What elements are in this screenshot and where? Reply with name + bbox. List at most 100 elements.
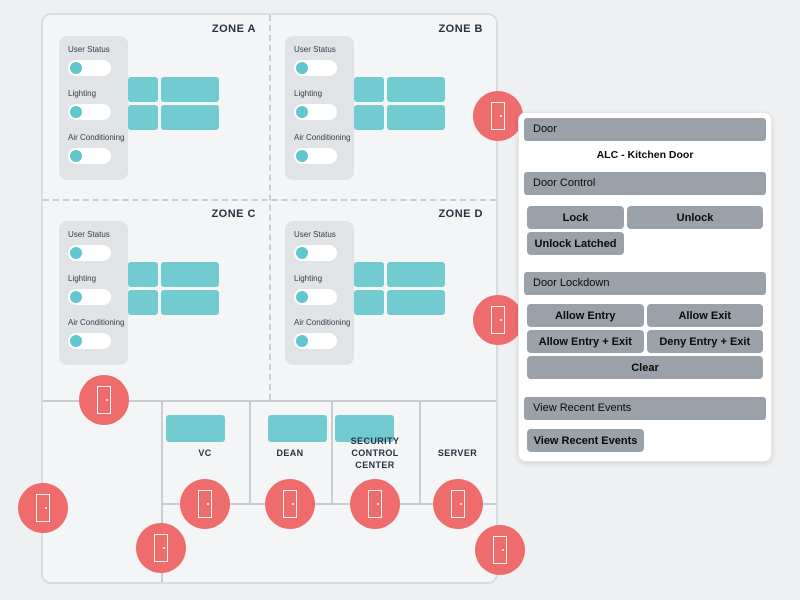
- zone-c: ZONE C User Status Lighting Air Conditio…: [43, 200, 269, 400]
- room-security-control-center-label: SECURITY CONTROL CENTER: [350, 436, 400, 470]
- room-dean-label: DEAN: [276, 448, 304, 458]
- selected-door-name: ALC - Kitchen Door: [596, 149, 694, 161]
- air-conditioning-toggle[interactable]: [68, 333, 111, 349]
- door-icon[interactable]: [473, 91, 523, 141]
- desk: [354, 77, 384, 102]
- wall: [161, 400, 163, 582]
- air-conditioning-label: Air Conditioning: [294, 318, 351, 327]
- door-lockdown-section-header: Door Lockdown: [524, 272, 766, 295]
- desk: [161, 105, 219, 130]
- room-vc: VC: [161, 400, 249, 503]
- door-icon[interactable]: [79, 375, 129, 425]
- air-conditioning-toggle[interactable]: [68, 148, 111, 164]
- door-leaf-icon: [36, 494, 50, 522]
- user-status-toggle[interactable]: [68, 60, 111, 76]
- zone-b: ZONE B User Status Lighting Air Conditio…: [269, 15, 496, 200]
- desk: [161, 262, 219, 287]
- air-conditioning-toggle[interactable]: [294, 333, 337, 349]
- door-icon[interactable]: [265, 479, 315, 529]
- user-status-toggle[interactable]: [68, 245, 111, 261]
- user-status-toggle[interactable]: [294, 60, 337, 76]
- door-icon[interactable]: [475, 525, 525, 575]
- lighting-toggle[interactable]: [68, 289, 111, 305]
- lighting-label: Lighting: [68, 274, 97, 283]
- air-conditioning-toggle[interactable]: [294, 148, 337, 164]
- desk: [161, 290, 219, 315]
- zone-b-toggle-panel: User Status Lighting Air Conditioning: [285, 36, 354, 180]
- recent-events-section-header: View Recent Events: [524, 397, 766, 420]
- toggle-knob: [70, 106, 82, 118]
- wall: [419, 400, 421, 503]
- clear-button[interactable]: Clear: [527, 356, 763, 379]
- door-icon[interactable]: [136, 523, 186, 573]
- door-control-section-header: Door Control: [524, 172, 766, 195]
- toggle-knob: [70, 335, 82, 347]
- desk: [128, 105, 158, 130]
- air-conditioning-label: Air Conditioning: [68, 133, 125, 142]
- lighting-label: Lighting: [294, 89, 323, 98]
- room-server-label: SERVER: [437, 448, 478, 458]
- allow-exit-button[interactable]: Allow Exit: [646, 304, 763, 327]
- toggle-knob: [296, 150, 308, 162]
- allow-entry-button[interactable]: Allow Entry: [527, 304, 644, 327]
- toggle-knob: [296, 62, 308, 74]
- door-icon[interactable]: [473, 295, 523, 345]
- zone-divider-vertical: [269, 15, 271, 400]
- user-status-label: User Status: [294, 230, 336, 239]
- door-icon[interactable]: [180, 479, 230, 529]
- door-leaf-icon: [368, 490, 382, 518]
- desk: [268, 415, 327, 442]
- room-vc-label: VC: [198, 448, 212, 458]
- zone-a: ZONE A User Status Lighting Air Conditio…: [43, 15, 269, 200]
- door-leaf-icon: [283, 490, 297, 518]
- deny-entry-exit-button[interactable]: Deny Entry + Exit: [646, 330, 763, 353]
- door-leaf-icon: [451, 490, 465, 518]
- desk: [161, 77, 219, 102]
- toggle-knob: [70, 247, 82, 259]
- door-leaf-icon: [198, 490, 212, 518]
- door-leaf-icon: [97, 386, 111, 414]
- wall: [249, 400, 251, 503]
- zone-d: ZONE D User Status Lighting Air Conditio…: [269, 200, 496, 400]
- door-section-header: Door: [524, 118, 766, 141]
- view-recent-events-button[interactable]: View Recent Events: [527, 429, 644, 452]
- desk: [387, 77, 445, 102]
- door-control-panel: Door ALC - Kitchen Door Door Control Loc…: [518, 112, 772, 462]
- lighting-toggle[interactable]: [294, 104, 337, 120]
- zone-a-toggle-panel: User Status Lighting Air Conditioning: [59, 36, 128, 180]
- zone-b-label: ZONE B: [438, 23, 483, 35]
- door-icon[interactable]: [18, 483, 68, 533]
- room-security-control-center: SECURITY CONTROL CENTER: [331, 400, 419, 503]
- user-status-label: User Status: [68, 45, 110, 54]
- air-conditioning-label: Air Conditioning: [68, 318, 125, 327]
- desk: [335, 415, 394, 442]
- toggle-knob: [70, 291, 82, 303]
- desk: [166, 415, 225, 442]
- wall: [43, 400, 496, 402]
- allow-entry-exit-button[interactable]: Allow Entry + Exit: [527, 330, 644, 353]
- door-icon[interactable]: [350, 479, 400, 529]
- unlock-latched-button[interactable]: Unlock Latched: [527, 232, 624, 255]
- zone-c-label: ZONE C: [211, 208, 256, 220]
- user-status-label: User Status: [294, 45, 336, 54]
- door-leaf-icon: [491, 306, 505, 334]
- desk: [128, 262, 158, 287]
- room-dean: DEAN: [249, 400, 331, 503]
- toggle-knob: [70, 62, 82, 74]
- user-status-toggle[interactable]: [294, 245, 337, 261]
- zone-d-label: ZONE D: [438, 208, 483, 220]
- desk: [128, 290, 158, 315]
- toggle-knob: [296, 335, 308, 347]
- desk: [354, 105, 384, 130]
- zone-divider-horizontal: [43, 199, 496, 201]
- door-icon[interactable]: [433, 479, 483, 529]
- unlock-button[interactable]: Unlock: [627, 206, 763, 229]
- lock-button[interactable]: Lock: [527, 206, 624, 229]
- zone-a-label: ZONE A: [211, 23, 256, 35]
- lighting-toggle[interactable]: [68, 104, 111, 120]
- desk: [354, 290, 384, 315]
- lighting-toggle[interactable]: [294, 289, 337, 305]
- zone-d-toggle-panel: User Status Lighting Air Conditioning: [285, 221, 354, 365]
- desk: [387, 262, 445, 287]
